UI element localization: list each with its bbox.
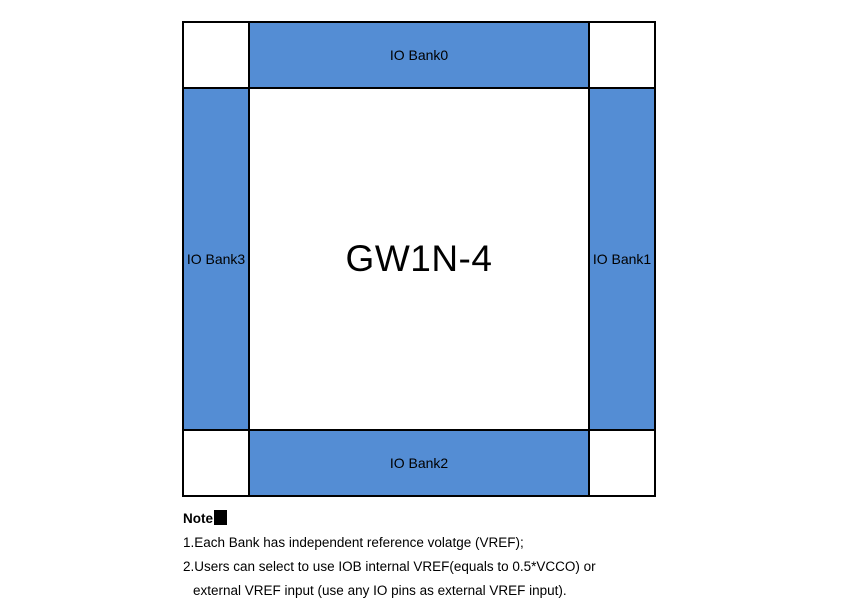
corner-bottom-right — [590, 431, 654, 495]
chip-floorplan-diagram: IO Bank0 IO Bank3 GW1N-4 IO Bank1 IO Ban… — [182, 21, 656, 497]
corner-top-right — [590, 23, 654, 87]
io-bank0-label: IO Bank0 — [389, 47, 449, 63]
missing-glyph-box — [214, 509, 227, 525]
corner-bottom-left — [184, 431, 248, 495]
io-bank0-region: IO Bank0 — [250, 23, 588, 87]
io-bank2-label: IO Bank2 — [389, 455, 449, 471]
corner-top-left — [184, 23, 248, 87]
io-bank1-label: IO Bank1 — [592, 251, 652, 267]
note-item-2-continuation: external VREF input (use any IO pins as … — [193, 582, 567, 598]
io-bank2-region: IO Bank2 — [250, 431, 588, 495]
notes-section: Note 1.Each Bank has independent referen… — [183, 509, 653, 600]
note-item-1: 1.Each Bank has independent reference vo… — [183, 535, 524, 550]
io-bank3-region: IO Bank3 — [184, 89, 248, 429]
chip-core-region: GW1N-4 — [250, 89, 588, 429]
note-item-2: 2.Users can select to use IOB internal V… — [183, 558, 596, 574]
notes-heading: Note — [183, 509, 653, 526]
chip-core-label: GW1N-4 — [345, 238, 493, 279]
io-bank3-label: IO Bank3 — [186, 251, 246, 267]
notes-heading-label: Note — [183, 511, 213, 526]
io-bank1-region: IO Bank1 — [590, 89, 654, 429]
